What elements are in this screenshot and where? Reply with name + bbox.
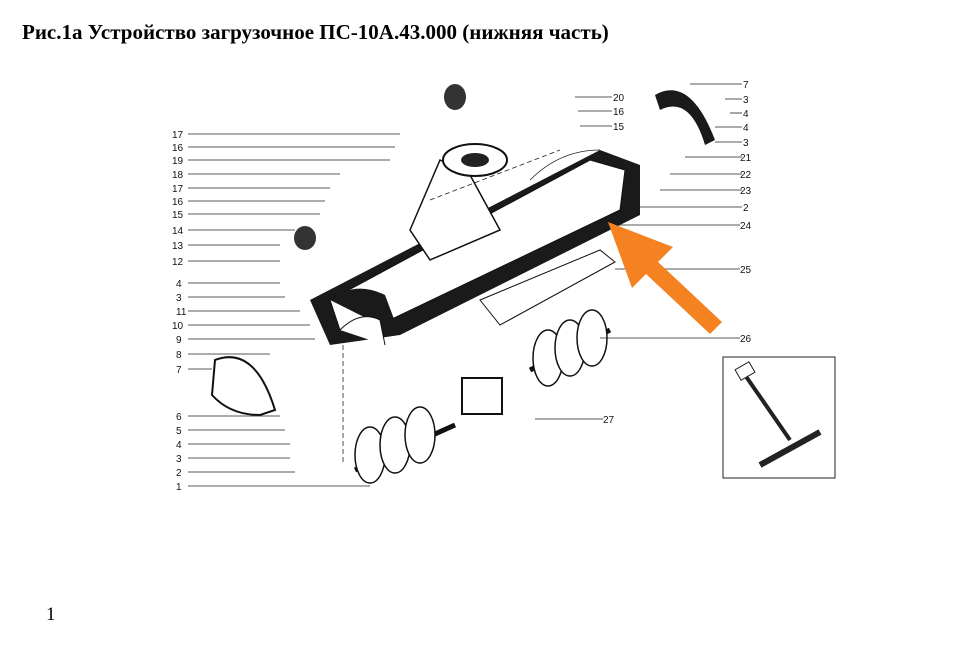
auger-right: [528, 309, 612, 387]
callout-label: 2: [743, 203, 749, 214]
callout-label: 11: [176, 307, 187, 318]
callout-label: 4: [176, 440, 182, 451]
plate-part: [479, 249, 616, 326]
callout-label: 10: [172, 321, 184, 332]
callout-label: 16: [172, 197, 184, 208]
callout-label: 3: [743, 138, 749, 149]
callout-label: 16: [613, 107, 625, 118]
highlight-arrow: [608, 222, 722, 334]
left-callouts: 17 16 19 18 17 16 15 14 13 12 4 3 11 10 …: [172, 130, 400, 493]
callout-label: 21: [740, 153, 752, 164]
callout-label: 2: [176, 468, 182, 479]
page-number: 1: [46, 604, 56, 625]
callout-label: 4: [743, 123, 749, 134]
callout-label: 14: [172, 226, 184, 237]
gearbox: [461, 377, 503, 415]
callout-label: 8: [176, 350, 182, 361]
callout-label: 17: [172, 130, 184, 141]
callout-label: 25: [740, 265, 752, 276]
callout-label: 26: [740, 334, 752, 345]
end-cover-right: [655, 90, 715, 145]
callout-label: 5: [176, 426, 182, 437]
callout-label: 13: [172, 241, 184, 252]
callout-label: 16: [172, 143, 184, 154]
callout-label: 23: [740, 186, 752, 197]
page-title: Рис.1а Устройство загрузочное ПС-10А.43.…: [22, 20, 609, 44]
right-callouts: 20 16 15 7 3 4 4 3 21 22 23 2 24 25 26 2…: [535, 80, 752, 426]
callout-label: 22: [740, 170, 752, 181]
callout-label: 7: [176, 365, 182, 376]
trough-body: [310, 143, 640, 346]
inset-view: [722, 356, 836, 479]
callout-label: 17: [172, 184, 184, 195]
callout-label: 18: [172, 170, 184, 181]
callout-label: 4: [743, 109, 749, 120]
callout-label: 15: [172, 210, 184, 221]
callout-label: 7: [743, 80, 749, 91]
callout-label: 9: [176, 335, 182, 346]
callout-label: 1: [176, 482, 182, 493]
callout-label: 3: [176, 454, 182, 465]
callout-label: 3: [176, 293, 182, 304]
callout-label: 19: [172, 156, 184, 167]
auger-left: [353, 406, 457, 484]
callout-label: 15: [613, 122, 625, 133]
callout-label: 6: [176, 412, 182, 423]
callout-label: 4: [176, 279, 182, 290]
roller-left: [294, 226, 316, 250]
callout-label: 27: [603, 415, 615, 426]
callout-label: 24: [740, 221, 752, 232]
callout-label: 20: [613, 93, 625, 104]
end-cover-left: [210, 356, 277, 417]
callout-label: 3: [743, 95, 749, 106]
roller-top: [444, 84, 466, 110]
callout-label: 12: [172, 257, 184, 268]
